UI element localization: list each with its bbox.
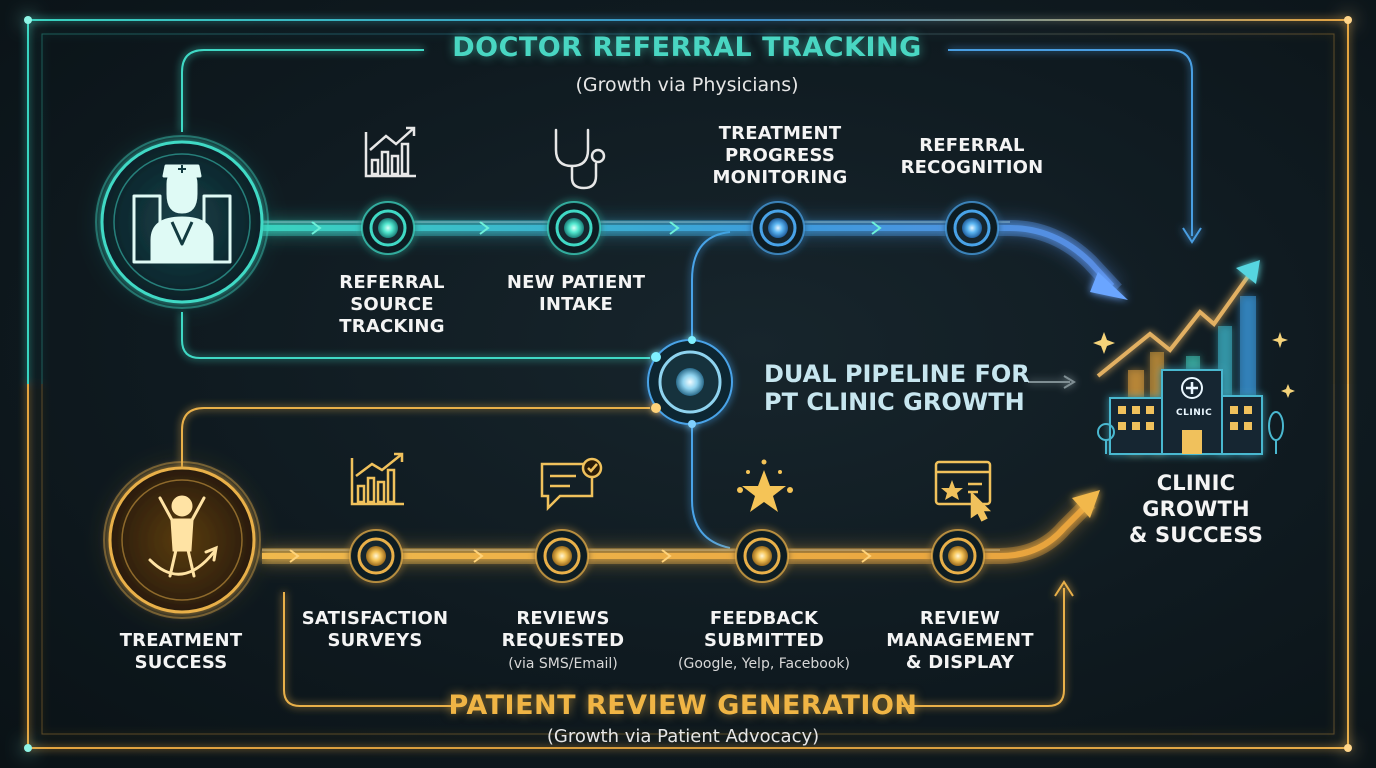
bottom-step-label: SATISFACTION SURVEYS <box>301 608 449 651</box>
bottom-title: PATIENT REVIEW GENERATION <box>448 690 918 721</box>
bottom-step-label: REVIEWS REQUESTED <box>501 608 625 651</box>
clinic-growth-icon <box>1093 260 1295 455</box>
treatment-hub <box>103 461 261 619</box>
top-step-label: REFERRAL SOURCE TRACKING <box>339 272 445 337</box>
center-node <box>647 336 733 428</box>
stars-icon <box>737 459 793 512</box>
bottom-step-node <box>535 529 589 583</box>
bottom-step-node <box>349 529 403 583</box>
doctor-hub <box>95 135 269 309</box>
outer-frame <box>27 19 1349 749</box>
frame-corner-dots <box>24 16 1352 752</box>
top-title: DOCTOR REFERRAL TRACKING <box>452 32 922 63</box>
clinic-growth-label: CLINIC GROWTH & SUCCESS <box>1128 471 1264 547</box>
bottom-nodes <box>349 529 985 583</box>
stethoscope-icon <box>554 128 606 190</box>
message-check-icon <box>540 457 603 512</box>
clinic-sign: CLINIC <box>1176 408 1213 418</box>
doctor-icon <box>132 164 232 264</box>
bottom-step-label: REVIEW MANAGEMENT & DISPLAY <box>886 608 1034 673</box>
center-label: DUAL PIPELINE FOR PT CLINIC GROWTH <box>764 360 1030 416</box>
top-step-node <box>945 201 999 255</box>
bottom-step-node <box>931 529 985 583</box>
top-subtitle: (Growth via Physicians) <box>575 74 799 96</box>
bottom-bracket <box>181 407 1074 707</box>
bottom-step-note: (via SMS/Email) <box>508 656 618 672</box>
top-bracket <box>181 49 1202 359</box>
top-step-node <box>547 201 601 255</box>
chart-icon-top <box>364 126 416 178</box>
top-step-label: REFERRAL RECOGNITION <box>900 135 1044 178</box>
bottom-step-node <box>735 529 789 583</box>
chart-icon-bottom <box>350 452 404 506</box>
celebrating-person-icon <box>148 495 218 578</box>
top-nodes <box>361 201 999 255</box>
bottom-step-label: FEEDBACK SUBMITTED <box>704 608 824 651</box>
review-display-icon <box>934 460 992 522</box>
treatment-success-label: TREATMENT SUCCESS <box>119 630 243 673</box>
top-step-node <box>751 201 805 255</box>
top-step-node <box>361 201 415 255</box>
top-step-label: TREATMENT PROGRESS MONITORING <box>712 123 848 188</box>
bottom-pipeline <box>262 490 1100 564</box>
top-step-label: NEW PATIENT INTAKE <box>506 272 646 315</box>
bottom-step-note: (Google, Yelp, Facebook) <box>678 656 850 672</box>
bottom-subtitle: (Growth via Patient Advocacy) <box>546 726 820 747</box>
